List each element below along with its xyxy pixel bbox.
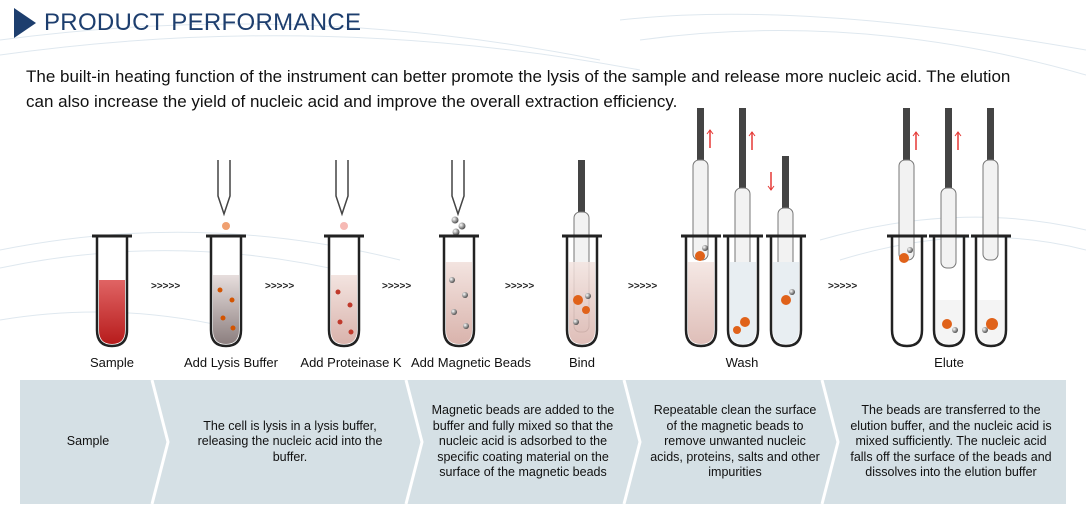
- extraction-process-diagram: >>>>> >>>>> >>>>> >>>>> >>>>> >>>>>: [92, 108, 1011, 348]
- tube-magnetic-beads: [439, 160, 479, 348]
- step-label-magnetic-beads: Add Magnetic Beads: [411, 355, 531, 370]
- header-triangle-icon: [14, 8, 36, 38]
- intro-paragraph: The built-in heating function of the ins…: [26, 67, 1011, 111]
- step-arrow: >>>>>: [828, 281, 857, 292]
- step-label-elute: Elute: [934, 355, 964, 370]
- step-label-proteinase: Add Proteinase K: [300, 355, 402, 370]
- step-label-sample: Sample: [89, 355, 135, 370]
- step-arrow: >>>>>: [382, 281, 411, 292]
- tube-sample: [92, 234, 132, 348]
- step-label-bind: Bind: [568, 355, 596, 370]
- step-arrow: >>>>>: [265, 281, 294, 292]
- section-header: PRODUCT PERFORMANCE: [14, 8, 361, 38]
- panel-box-sample: Sample: [66, 434, 110, 449]
- tube-group-elute: [887, 108, 1011, 348]
- panel-box-lysis: The cell is lysis in a lysis buffer, rel…: [197, 418, 383, 464]
- explanation-panel: Sample The cell is lysis in a lysis buff…: [20, 380, 1066, 504]
- tube-group-wash: [681, 108, 806, 348]
- step-arrow: >>>>>: [505, 281, 534, 292]
- step-label-wash: Wash: [725, 355, 759, 370]
- tube-lysis: [206, 160, 246, 348]
- step-arrow: >>>>>: [628, 281, 657, 292]
- tube-proteinase: [324, 160, 364, 348]
- panel-box-elute: The beads are transferred to the elution…: [850, 403, 1052, 480]
- page-title: PRODUCT PERFORMANCE: [44, 9, 362, 36]
- tube-bind: [562, 160, 602, 348]
- panel-separators: [150, 380, 840, 504]
- panel-box-binding: Magnetic beads are added to the buffer a…: [431, 403, 615, 480]
- panel-box-wash: Repeatable clean the surface of the magn…: [650, 403, 820, 480]
- step-label-lysis: Add Lysis Buffer: [184, 355, 278, 370]
- step-arrow: >>>>>: [151, 281, 180, 292]
